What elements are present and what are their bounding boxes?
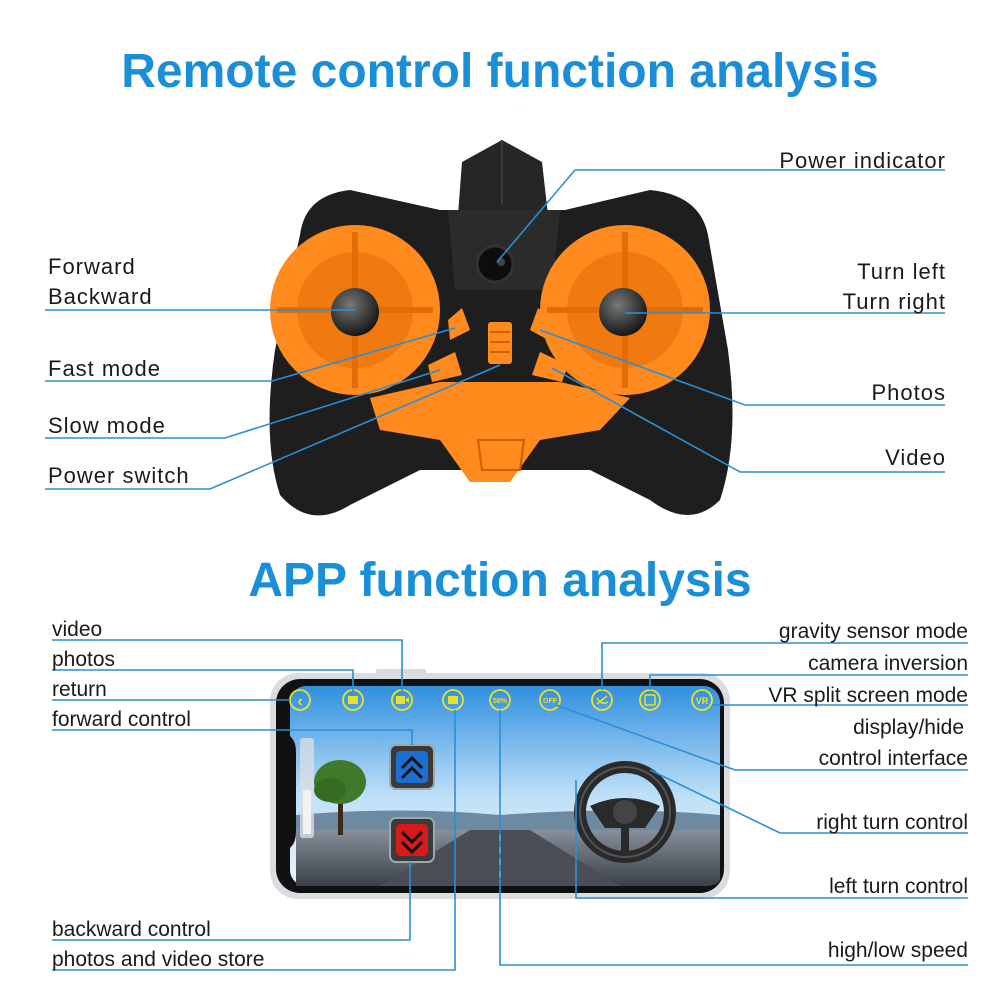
fast-mode-button[interactable] (448, 308, 470, 340)
left-joystick[interactable] (331, 288, 379, 336)
label-turn-left: Turn left (857, 259, 946, 284)
label-app-display-hide: display/hide (853, 716, 964, 739)
app-leader-lines (52, 639, 968, 971)
remote-section-title: Remote control function analysis (121, 45, 879, 98)
label-app-vr-split: VR split screen mode (768, 684, 968, 707)
remote-controller (269, 140, 733, 516)
label-app-high-low-speed: high/low speed (827, 939, 968, 962)
video-glyph (396, 696, 405, 704)
label-app-forward-control: forward control (52, 708, 191, 731)
label-app-right-turn: right turn control (816, 811, 968, 834)
label-app-photos: photos (52, 648, 116, 671)
label-app-video: video (52, 618, 103, 641)
label-forward: Forward (48, 254, 136, 279)
label-app-gravity-sensor: gravity sensor mode (778, 620, 968, 643)
label-photos: Photos (871, 380, 946, 405)
label-slow-mode: Slow mode (48, 413, 166, 438)
app-section-title: APP function analysis (248, 554, 752, 607)
label-app-control-interface: control interface (818, 747, 968, 770)
gallery-icon[interactable] (442, 689, 464, 711)
camera-glyph (348, 696, 358, 704)
label-app-camera-inversion: camera inversion (808, 652, 968, 675)
hide-interface-icon[interactable] (539, 689, 561, 711)
label-video: Video (885, 445, 946, 470)
app-steering-wheel[interactable] (574, 761, 676, 863)
remote-leader-lines (45, 169, 945, 490)
label-fast-mode: Fast mode (48, 356, 161, 381)
slow-mode-button[interactable] (428, 352, 462, 382)
label-turn-right: Turn right (842, 289, 946, 314)
label-app-backward-control: backward control (52, 918, 211, 941)
gallery-glyph (448, 696, 458, 704)
power-indicator-light (475, 244, 515, 284)
return-glyph: ‹ (297, 693, 302, 710)
right-joystick[interactable] (599, 288, 647, 336)
label-app-return: return (52, 678, 107, 701)
label-app-photos-video-store: photos and video store (52, 948, 265, 971)
vr-glyph: VR (696, 696, 709, 706)
label-power-indicator: Power indicator (779, 148, 946, 173)
speed-glyph: 50% (493, 698, 508, 705)
video-button[interactable] (532, 352, 568, 382)
label-app-left-turn: left turn control (829, 875, 968, 898)
off-glyph: OFF (543, 698, 558, 705)
label-backward: Backward (48, 284, 153, 309)
vr-icon[interactable] (691, 689, 713, 711)
label-power-switch: Power switch (48, 463, 190, 488)
